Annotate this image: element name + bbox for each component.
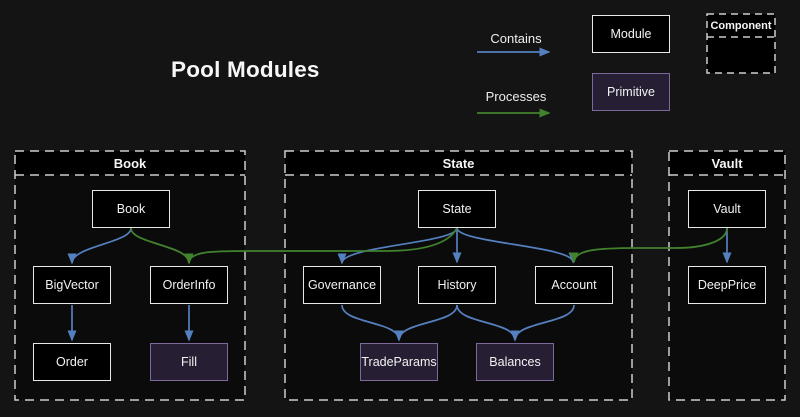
node-vault: Vault [688, 190, 766, 228]
node-bigvector: BigVector [33, 266, 111, 304]
edge-state-orderinfo [184, 227, 458, 265]
node-deepprice: DeepPrice [688, 266, 766, 304]
legend-primitive-swatch: Primitive [592, 73, 670, 111]
page-title: Pool Modules [171, 57, 320, 82]
edge-state-governance [337, 227, 458, 265]
edge-account-balances [510, 304, 575, 342]
node-balances: Balances [476, 343, 554, 381]
legend-component-frame [706, 13, 776, 74]
container-book-title: Book [113, 155, 147, 171]
node-order: Order [33, 343, 111, 381]
container-vault-title: Vault [711, 155, 743, 171]
container-state-title: State [442, 155, 475, 171]
node-tradeparams: TradeParams [360, 343, 438, 381]
edge-state-account [456, 227, 578, 264]
edge-book-bigvector [67, 227, 132, 265]
legend-module-swatch: Module [592, 15, 670, 53]
legend-processes-label: Processes [485, 89, 547, 104]
edge-history-tradeparams [394, 304, 458, 342]
node-orderinfo: OrderInfo [150, 266, 228, 304]
edge-vault-account [569, 227, 728, 264]
legend-component-label: Component [710, 19, 772, 32]
node-state: State [418, 190, 496, 228]
node-governance: Governance [303, 266, 381, 304]
node-fill: Fill [150, 343, 228, 381]
node-book: Book [92, 190, 170, 228]
node-account: Account [535, 266, 613, 304]
node-history: History [418, 266, 496, 304]
legend-contains-label: Contains [490, 31, 542, 46]
